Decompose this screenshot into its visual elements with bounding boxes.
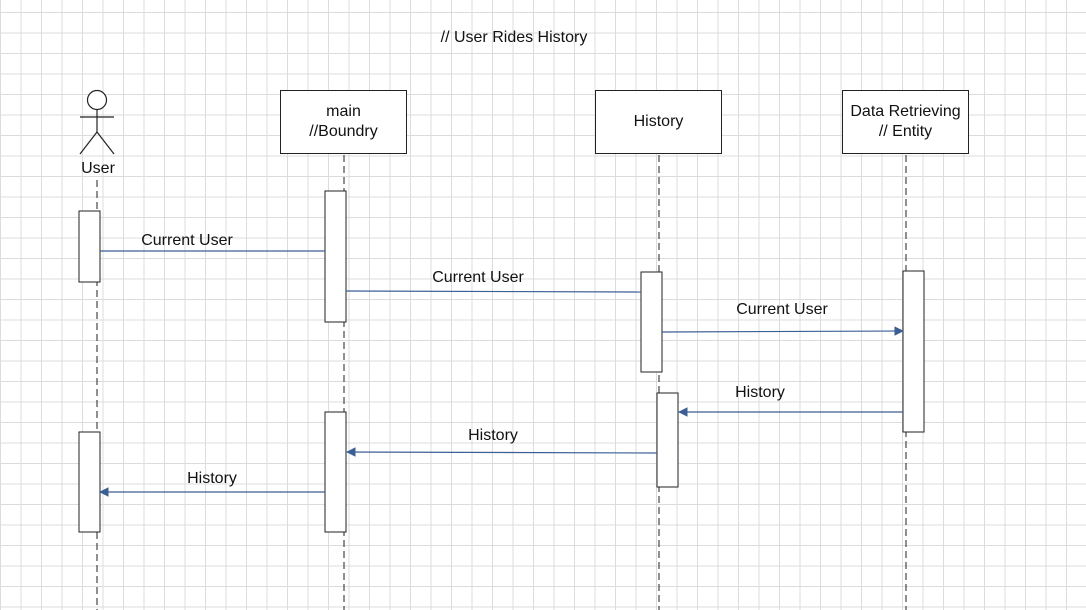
message-arrow-2 bbox=[345, 290, 642, 293]
activation-history-2 bbox=[656, 392, 679, 488]
message-label-2: Current User bbox=[432, 269, 524, 286]
message-label-3: Current User bbox=[736, 301, 828, 318]
lifeline-data-name: Data Retrieving bbox=[850, 103, 961, 120]
message-label-1: Current User bbox=[141, 232, 233, 249]
lifeline-history-name: History bbox=[633, 113, 684, 130]
lifeline-box-history: History bbox=[595, 90, 722, 154]
lifeline-main-stereotype: //Boundry bbox=[309, 123, 378, 140]
lifeline-box-main: main //Boundry bbox=[280, 90, 407, 154]
actor-label-user: User bbox=[81, 160, 115, 177]
lifeline-box-data-retrieving: Data Retrieving // Entity bbox=[842, 90, 969, 154]
lifeline-data-stereotype: // Entity bbox=[878, 123, 933, 140]
message-label-6: History bbox=[187, 470, 237, 487]
activation-history-1 bbox=[640, 271, 663, 373]
lifeline-main-name: main bbox=[326, 103, 361, 120]
activation-data-retrieving bbox=[902, 270, 925, 433]
activation-user-2 bbox=[78, 431, 101, 533]
message-label-5: History bbox=[468, 427, 518, 444]
message-arrow-5 bbox=[346, 447, 658, 457]
activation-main-2 bbox=[324, 411, 347, 533]
user-actor-icon bbox=[79, 89, 115, 155]
activation-user-1 bbox=[78, 210, 101, 283]
message-label-4: History bbox=[735, 384, 785, 401]
diagram-title: // User Rides History bbox=[440, 29, 588, 46]
message-arrow-3 bbox=[661, 326, 904, 336]
activation-main-1 bbox=[324, 190, 347, 323]
